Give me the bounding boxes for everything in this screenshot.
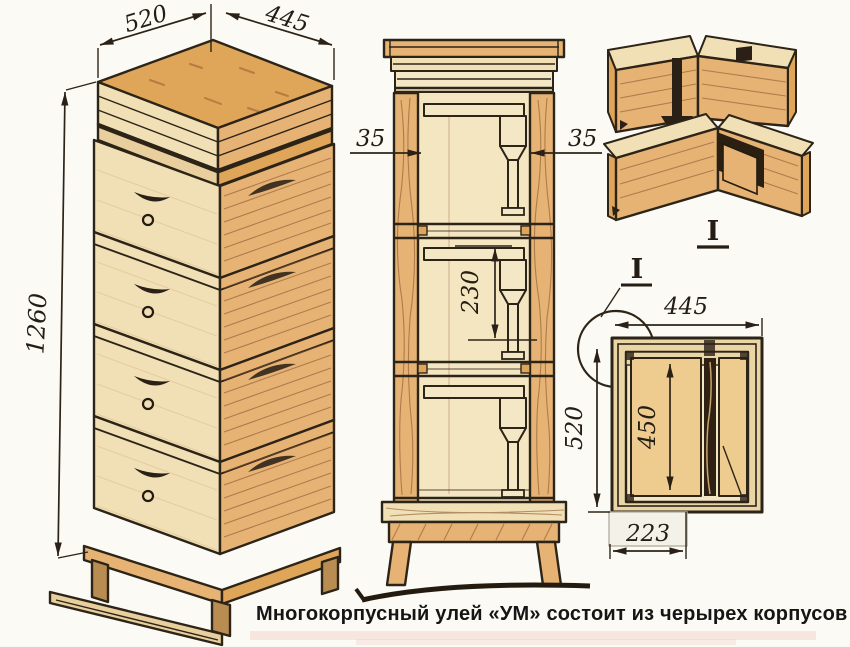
dim-line-445 [225,12,333,46]
dim-label-plan-450: 450 [635,405,661,450]
corner-joint-detail-view: I [603,35,814,249]
dim-label-plan-520: 520 [562,406,588,450]
section-wall-left [392,91,420,504]
joint-section-label: I [707,216,720,247]
wall-grain [396,97,553,496]
plan-entrance-area [608,511,688,547]
joint-lower-piece [603,113,814,222]
vent-hole-icons [141,213,155,503]
plan-corner-joints [626,340,748,502]
dim-label-wall-left-35: 35 [356,126,385,152]
hive-cross-section-view: 35 35 230 [350,38,602,603]
caption: Многокорпусный улей «УМ» состоит из черы… [256,603,848,625]
dim-label-plan-223: 223 [625,521,670,547]
joint-upper-piece [607,35,797,134]
scan-smudge [250,631,816,640]
hive-body-boxes [92,138,336,556]
plan-section-label: I [631,254,644,285]
section-roof [382,38,566,59]
body-separator-rails [394,222,554,500]
dim-line-520 [99,12,207,46]
wood-grain-lines [96,157,332,551]
hive-stand [48,544,342,647]
dim-label-plan-445: 445 [663,294,708,320]
section-floor-and-stand [354,500,591,603]
hive-plan-view: I 445 520 450 [562,254,764,559]
hive-perspective-view: 520 445 1260 [21,0,342,647]
dim-label-height-1260: 1260 [21,292,52,354]
dim-label-depth-520: 520 [121,0,171,38]
section-inner-cover [394,70,554,94]
section-dimensions: 35 35 230 [350,126,602,341]
dim-label-frame-230: 230 [458,270,484,315]
dim-label-width-445: 445 [261,0,312,38]
handle-recess-icons [134,179,296,478]
plan-dimensions: 445 520 450 223 [562,294,763,559]
plan-frames [630,357,748,497]
dim-label-wall-right-35: 35 [568,126,597,152]
section-wall-right [528,91,556,504]
scan-smudge-2 [356,639,736,645]
dim-line-1260 [54,91,69,557]
